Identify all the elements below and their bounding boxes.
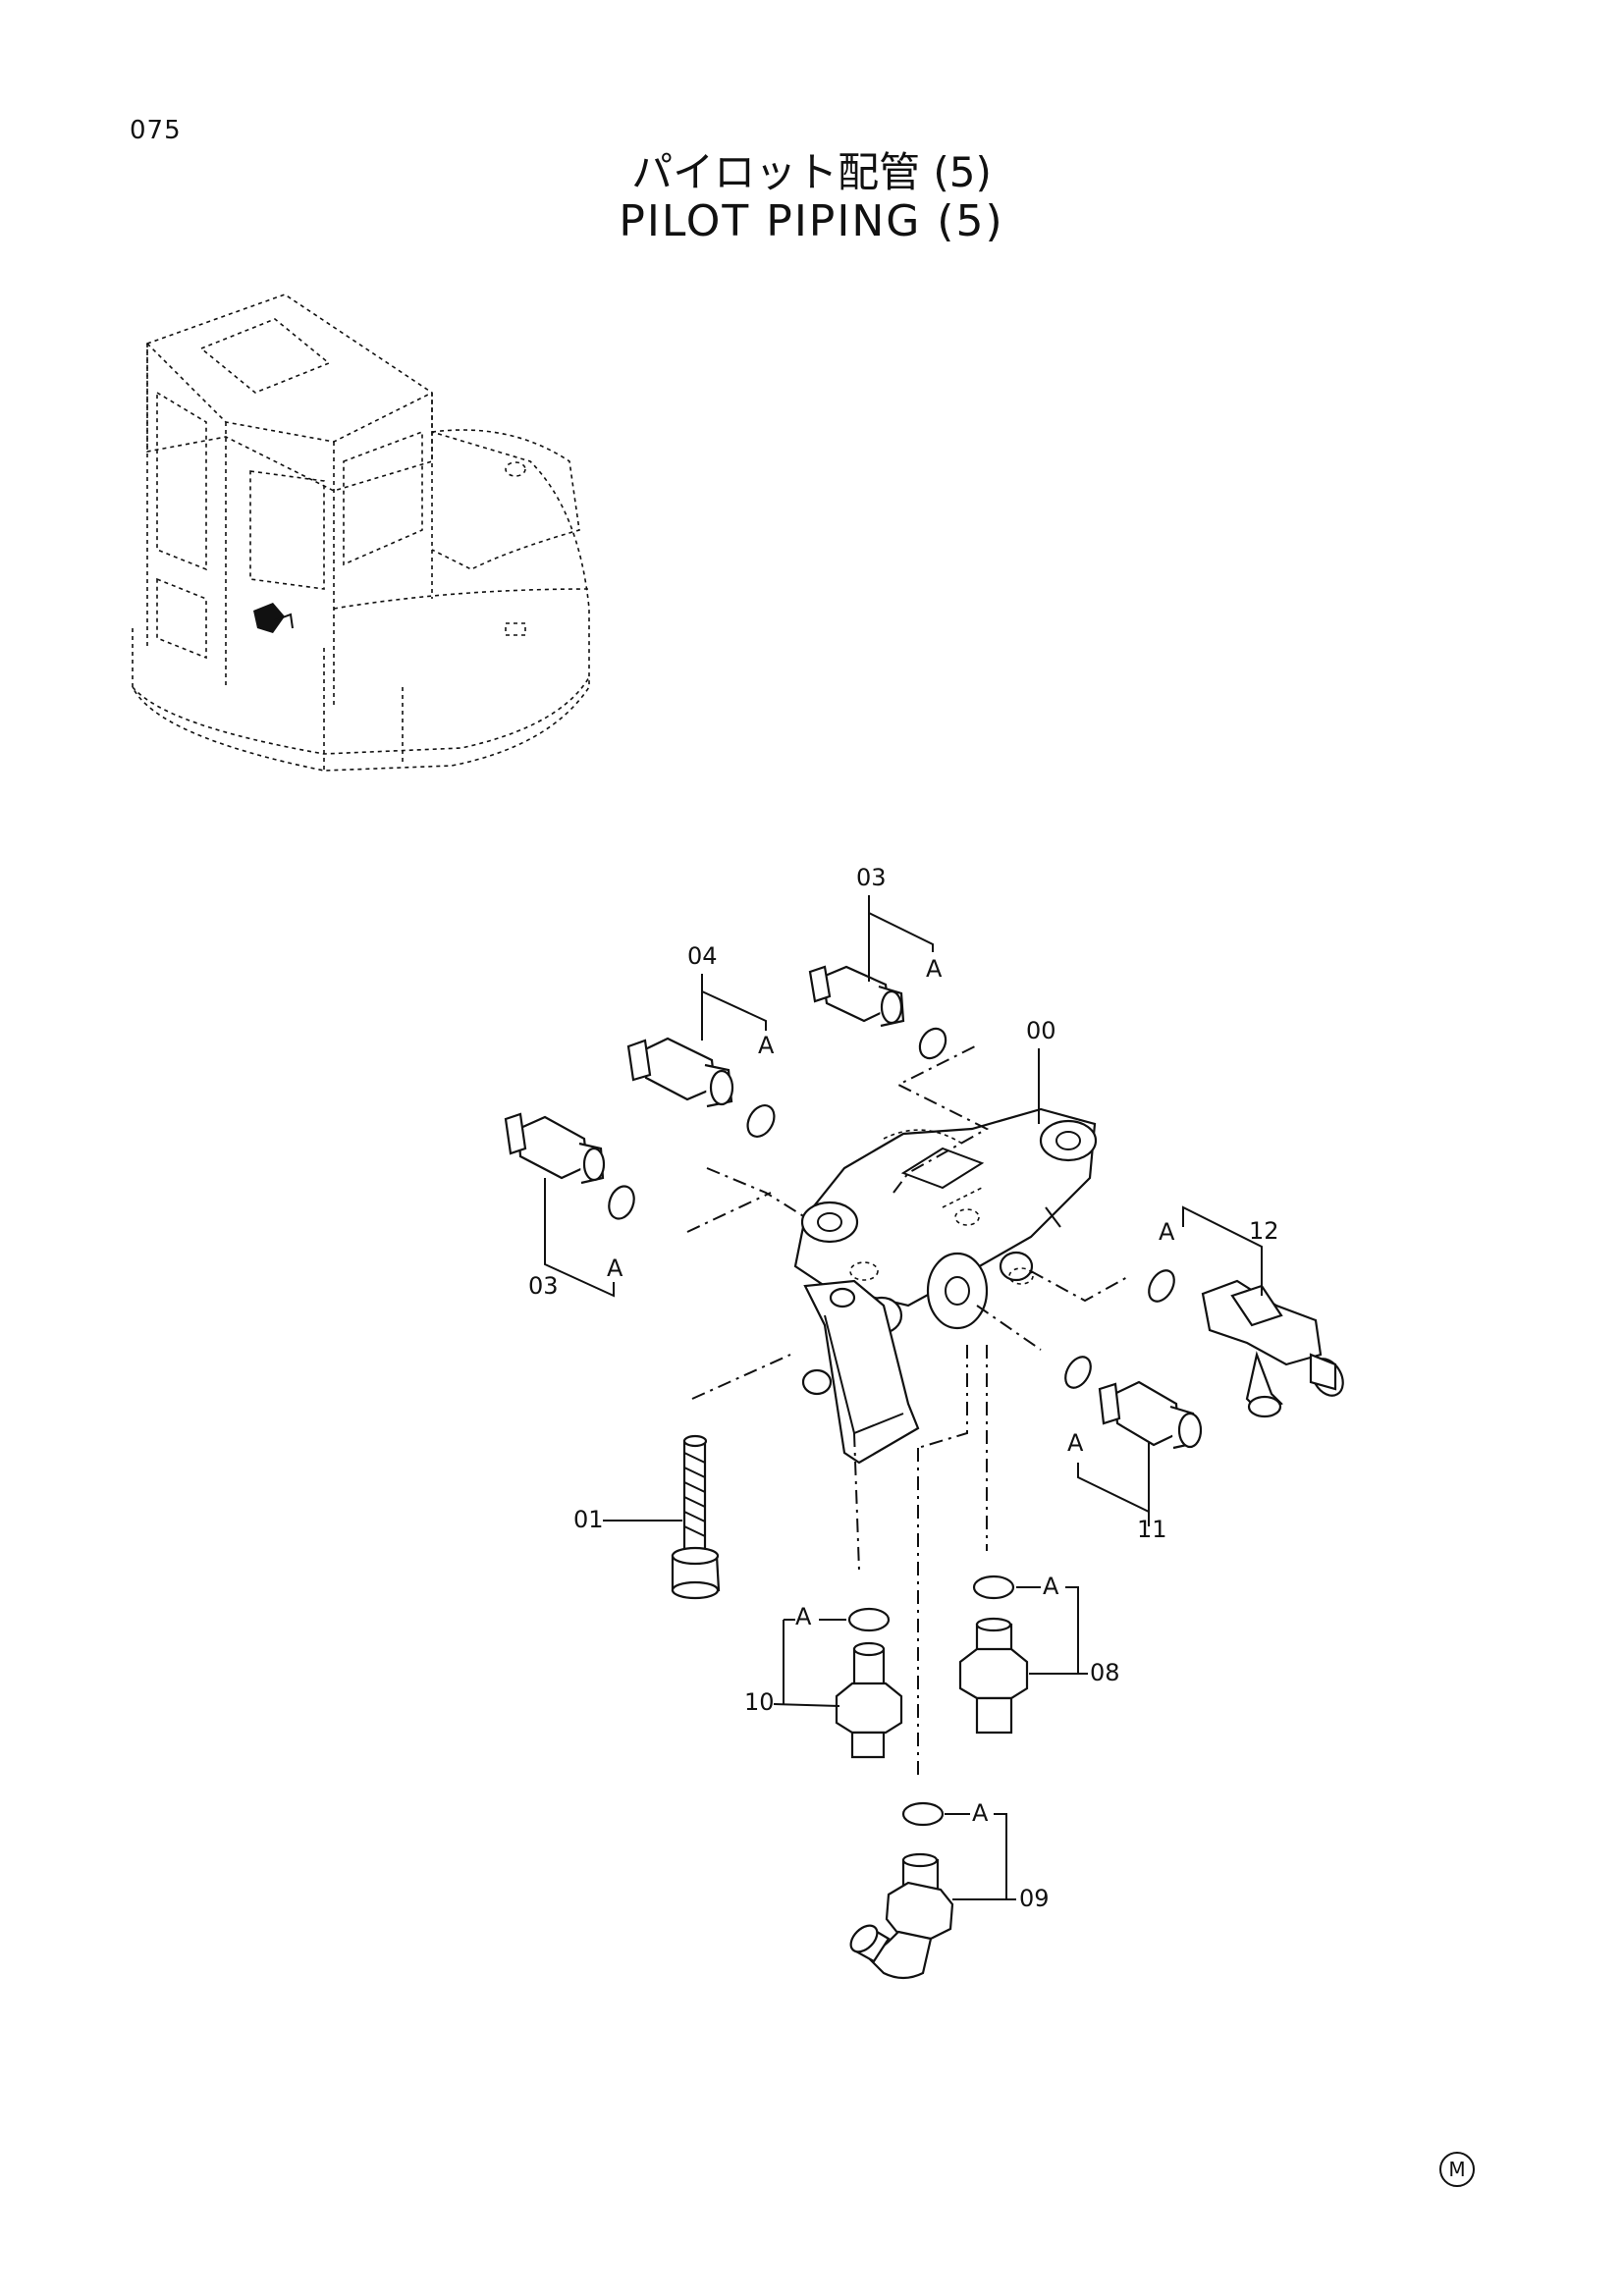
- pilot-valve-body: [793, 1107, 1098, 1465]
- part-03-fitting-top: 03 A: [808, 864, 947, 1060]
- page-number: 075: [130, 116, 182, 145]
- svg-text:A: A: [1067, 1429, 1084, 1457]
- svg-text:A: A: [972, 1799, 989, 1827]
- svg-text:03: 03: [528, 1272, 559, 1300]
- svg-text:03: 03: [856, 864, 887, 891]
- callout-00: 00: [1026, 1017, 1056, 1124]
- machine-cab-illustration: [132, 294, 590, 772]
- title-japanese: パイロット配管 (5): [631, 148, 992, 196]
- svg-text:04: 04: [687, 942, 718, 970]
- svg-text:12: 12: [1249, 1217, 1279, 1245]
- title-english: PILOT PIPING (5): [619, 196, 1004, 246]
- svg-text:A: A: [1043, 1573, 1059, 1600]
- part-12-tee-fitting: 12 A: [1148, 1205, 1344, 1418]
- part-04-fitting: 04 A: [626, 942, 776, 1138]
- svg-text:00: 00: [1026, 1017, 1056, 1044]
- svg-text:A: A: [926, 955, 943, 983]
- svg-text:08: 08: [1090, 1659, 1120, 1686]
- svg-text:A: A: [758, 1032, 775, 1059]
- svg-text:A: A: [1159, 1218, 1175, 1246]
- part-03-fitting-left: 03 A: [504, 1112, 635, 1300]
- part-10-fitting: 10 A: [744, 1603, 903, 1759]
- svg-text:09: 09: [1019, 1885, 1050, 1912]
- part-08-fitting: 08 A: [958, 1573, 1120, 1735]
- manual-mark: M: [1439, 2152, 1475, 2187]
- svg-text:01: 01: [573, 1506, 604, 1533]
- svg-text:A: A: [607, 1255, 623, 1282]
- part-09-elbow-fitting: 09 A: [849, 1799, 1050, 1980]
- svg-text:A: A: [795, 1603, 812, 1630]
- part-01-bolt: 01: [573, 1434, 721, 1600]
- svg-text:11: 11: [1137, 1516, 1167, 1543]
- part-11-fitting: 11 A: [1064, 1356, 1203, 1543]
- svg-text:10: 10: [744, 1688, 775, 1716]
